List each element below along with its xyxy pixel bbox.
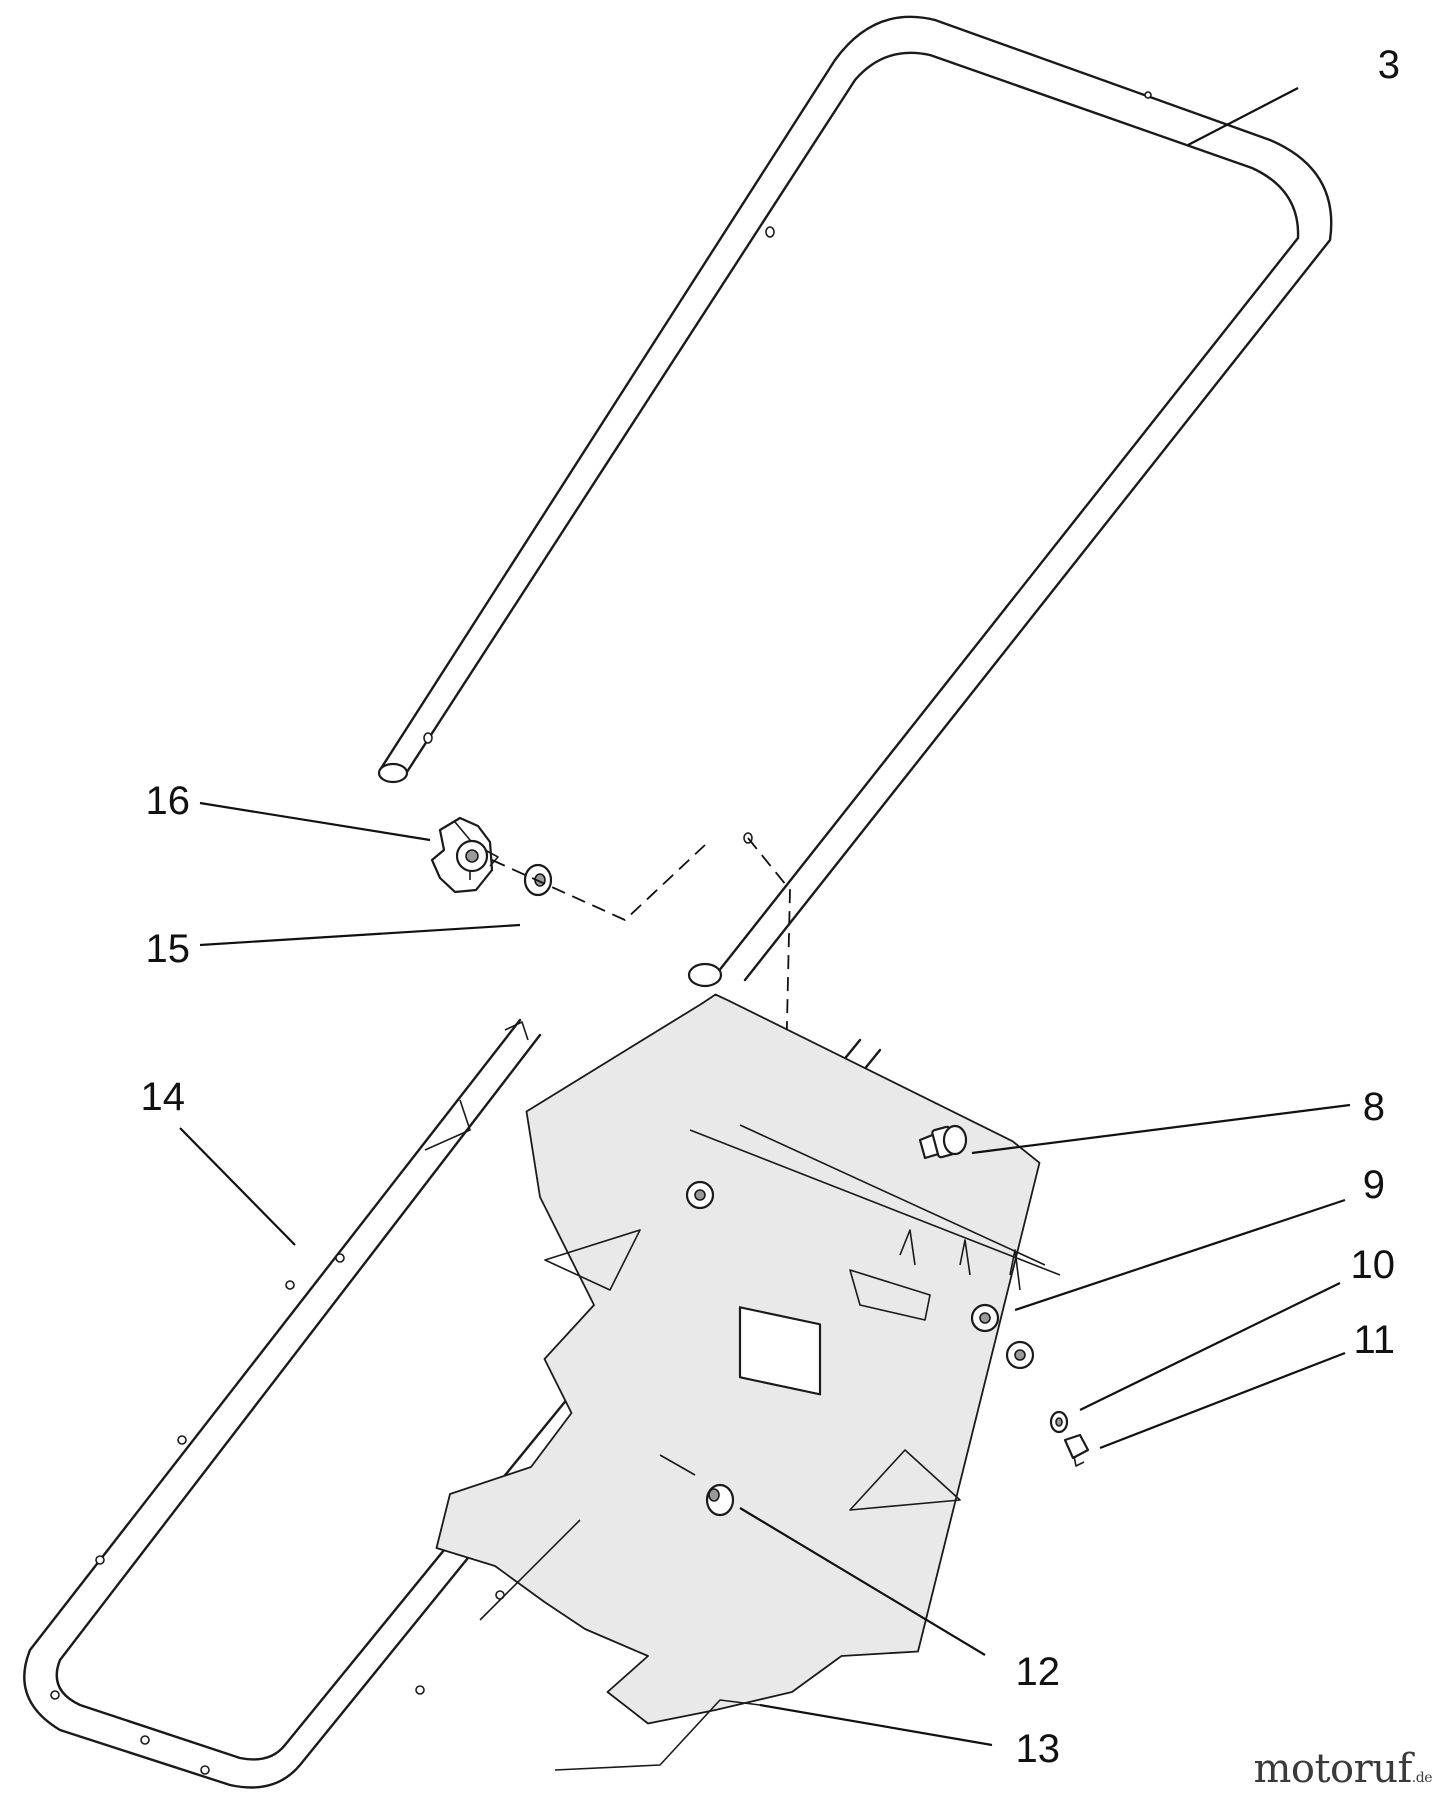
lower-handle <box>23 1018 882 1789</box>
leader-10 <box>1079 1282 1341 1411</box>
leader-13 <box>759 1703 993 1747</box>
leader-14 <box>179 1127 296 1246</box>
leader-15 <box>199 923 521 947</box>
leader-9 <box>1014 1198 1346 1312</box>
leader-12 <box>739 1507 986 1656</box>
watermark-name: motoruf <box>1253 1746 1412 1792</box>
spacer <box>659 1454 735 1517</box>
upper-handle <box>377 15 1333 988</box>
leader-3 <box>1187 87 1299 146</box>
handle-knob <box>430 816 499 894</box>
assembly-line-knob <box>491 844 706 922</box>
callout-11: 11 <box>1353 1318 1395 1362</box>
callout-3: 3 <box>1378 43 1400 87</box>
watermark-tld: .de <box>1411 1770 1433 1786</box>
callout-14: 14 <box>141 1075 186 1119</box>
leader-16 <box>199 801 431 842</box>
leader-8 <box>971 1103 1351 1155</box>
leader-11 <box>1099 1351 1346 1450</box>
washer-small <box>1049 1410 1069 1434</box>
callout-10: 10 <box>1351 1243 1396 1287</box>
screw <box>1063 1433 1090 1467</box>
callout-9: 9 <box>1363 1163 1385 1207</box>
watermark-logo: motoruf.de <box>1253 1746 1432 1792</box>
handle-bracket <box>435 993 1061 1771</box>
callout-16: 16 <box>146 779 191 823</box>
bolt <box>918 1124 968 1160</box>
callout-13: 13 <box>1016 1727 1061 1771</box>
callout-8: 8 <box>1363 1085 1385 1129</box>
callout-12: 12 <box>1016 1650 1061 1694</box>
assembly-line-handle <box>747 837 791 1111</box>
callout-15: 15 <box>146 927 191 971</box>
